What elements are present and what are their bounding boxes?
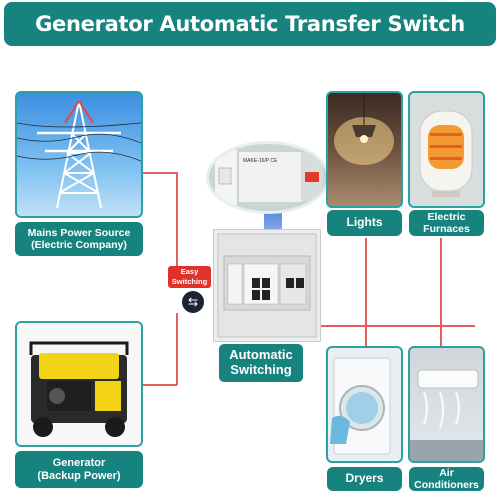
dryer-icon (330, 357, 391, 455)
heater-icon (419, 110, 473, 197)
connector-line (143, 172, 177, 174)
mains-label-line1: Mains Power Source (27, 226, 131, 239)
mains-label: Mains Power Source (Electric Company) (15, 222, 143, 256)
breaker-box-icon (217, 233, 317, 338)
generator-label: Generator (Backup Power) (15, 451, 143, 488)
furnace-label-line1: Electric (427, 210, 466, 223)
furnace-photo (408, 91, 485, 208)
transfer-switch-panel (213, 229, 321, 342)
generator-label-line1: Generator (52, 456, 106, 469)
furnace-label: Electric Furnaces (409, 210, 484, 236)
easy-switching-badge: Easy Switching (168, 266, 211, 288)
ac-label-line1: Air (439, 466, 454, 479)
zoom-bubble: MAKE-16/P CE (206, 141, 330, 214)
ac-label: Air Conditioners (409, 467, 484, 491)
page-title: Generator Automatic Transfer Switch (35, 12, 465, 36)
connector-line (176, 313, 178, 385)
swap-arrows-icon: ⇆ (182, 291, 204, 313)
dryers-photo (326, 346, 403, 463)
automatic-switching-label: Automatic Switching (219, 344, 303, 382)
connector-line (440, 238, 442, 346)
ac-label-line2: Conditioners (414, 479, 479, 491)
dryers-label: Dryers (327, 467, 402, 491)
automatic-switching-line2: Switching (230, 362, 292, 377)
mains-label-line2: (Electric Company) (31, 239, 127, 251)
lamp-icon (334, 93, 394, 165)
connector-line (321, 325, 475, 327)
lights-label-line1: Lights (346, 215, 383, 230)
generator-icon (29, 341, 129, 437)
connector-line (365, 238, 367, 346)
easy-switching-line2: Switching (171, 277, 208, 286)
power-tower-icon (17, 100, 141, 209)
automatic-switching-line1: Automatic (229, 347, 293, 363)
ac-photo (408, 346, 485, 463)
furnace-label-line2: Furnaces (423, 223, 470, 235)
switch-closeup: MAKE-16/P CE (215, 150, 323, 205)
title-banner: Generator Automatic Transfer Switch (4, 2, 496, 46)
generator-label-line2: (Backup Power) (37, 469, 121, 482)
connector-line (143, 384, 177, 386)
connector-line (176, 172, 178, 266)
dryers-label-line1: Dryers (345, 471, 384, 486)
zoom-model-text: MAKE-16/P CE (243, 158, 278, 164)
air-conditioner-icon (410, 369, 483, 461)
easy-switching-line1: Easy (180, 267, 199, 276)
lights-label: Lights (327, 210, 402, 236)
lights-photo (326, 91, 403, 208)
power-tower-photo (15, 91, 143, 218)
generator-photo (15, 321, 143, 447)
